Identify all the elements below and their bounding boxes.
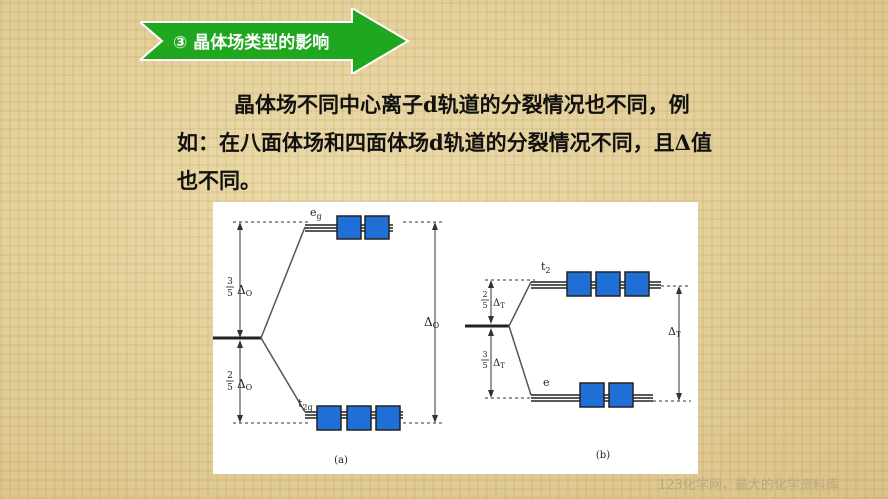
tet-lower-fraction: 3 5 ΔT [481,350,505,370]
e-label: e [543,376,550,389]
svg-text:2: 2 [482,290,487,299]
arrow-banner-icon [140,8,410,74]
paragraph: 晶体场不同中心离子d轨道的分裂情况也不同，例如：在八面体场和四面体场d轨道的分裂… [177,92,712,193]
caption-a: (a) [334,455,348,466]
section-heading-text: ③ 晶体场类型的影响 [173,33,330,53]
t2g-orbital-2 [346,405,372,431]
e-orbital-1 [579,382,605,408]
oct-gap-label: ΔO [424,315,440,330]
eg-orbital-1 [336,215,362,240]
orbital-splitting-figure: eg t2g 3 5 ΔO 2 5 ΔO ΔO (a) [213,202,698,474]
tet-gap-label: ΔT [668,325,681,339]
svg-text:ΔT: ΔT [493,358,505,370]
section-heading: ③ 晶体场类型的影响 [140,8,410,74]
t2-label: t2 [541,260,551,275]
svg-text:5: 5 [227,383,233,393]
svg-text:3: 3 [227,277,233,287]
svg-text:ΔO: ΔO [237,377,253,392]
eg-orbital-2 [364,215,390,240]
t2g-orbital-3 [375,405,401,431]
watermark: 123化学网，最大的化学资料库 [658,478,839,493]
tet-upper-fraction: 2 5 ΔT [481,290,505,310]
t2g-label: t2g [298,397,313,412]
svg-text:3: 3 [482,350,487,359]
t2g-orbital-1 [316,405,342,431]
tetrahedral-splitting-diagram: t2 e 2 5 ΔT 3 5 ΔT ΔT (b) [465,260,691,461]
svg-text:ΔT: ΔT [493,298,505,310]
caption-b: (b) [596,450,610,461]
svg-text:5: 5 [482,301,487,310]
t2-orbital-3 [624,271,650,297]
oct-upper-fraction: 3 5 ΔO [226,277,253,299]
svg-text:5: 5 [482,361,487,370]
svg-text:2: 2 [227,371,233,381]
t2-orbital-2 [595,271,621,297]
oct-lower-fraction: 2 5 ΔO [226,371,253,393]
svg-text:ΔO: ΔO [237,283,253,298]
octahedral-splitting-diagram: eg t2g 3 5 ΔO 2 5 ΔO ΔO (a) [213,206,443,466]
t2-orbital-1 [566,271,592,297]
svg-text:5: 5 [227,289,233,299]
e-orbital-2 [608,382,634,408]
eg-label: eg [310,206,322,221]
